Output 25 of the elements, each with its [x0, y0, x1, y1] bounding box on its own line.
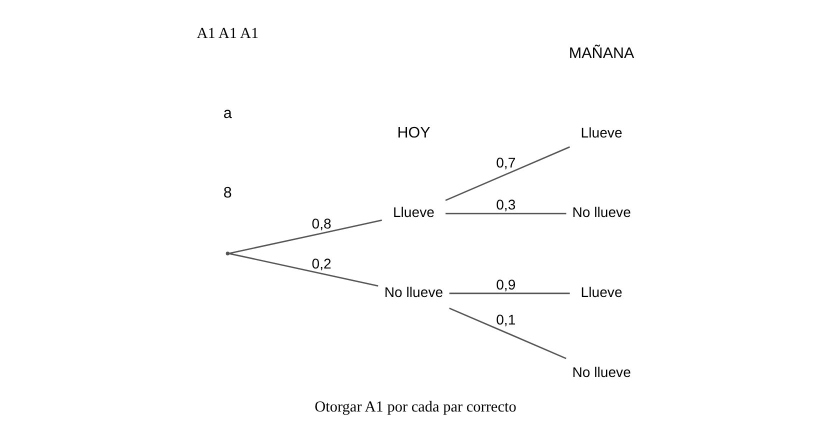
edge-label: 0,7: [496, 154, 516, 170]
label: 8: [222, 184, 232, 202]
connector: [444, 146, 570, 202]
node-point: [225, 252, 230, 256]
node-text: Llueve: [580, 284, 622, 300]
connector: [228, 220, 382, 254]
label: a: [222, 104, 232, 122]
connector: [228, 252, 378, 287]
caption: Otorgar A1 por cada par correcto: [314, 398, 516, 416]
label: MAÑANA: [568, 44, 634, 62]
node-text: Llueve: [392, 204, 434, 220]
connector: [448, 308, 566, 360]
edge-label: 0,2: [311, 255, 331, 272]
connector: [445, 212, 566, 214]
edge-label: 0,9: [496, 276, 516, 292]
node-text: No llueve: [572, 204, 630, 220]
edge-label: 0,8: [311, 215, 331, 232]
connector: [448, 292, 570, 294]
node-text: No llueve: [384, 284, 443, 300]
edge-label: 0,3: [496, 196, 516, 213]
node-text: No llueve: [572, 364, 630, 380]
label: HOY: [396, 124, 430, 142]
node-text: Llueve: [580, 124, 622, 140]
label: A1 A1 A1: [196, 24, 258, 42]
edge-label: 0,1: [496, 312, 516, 328]
